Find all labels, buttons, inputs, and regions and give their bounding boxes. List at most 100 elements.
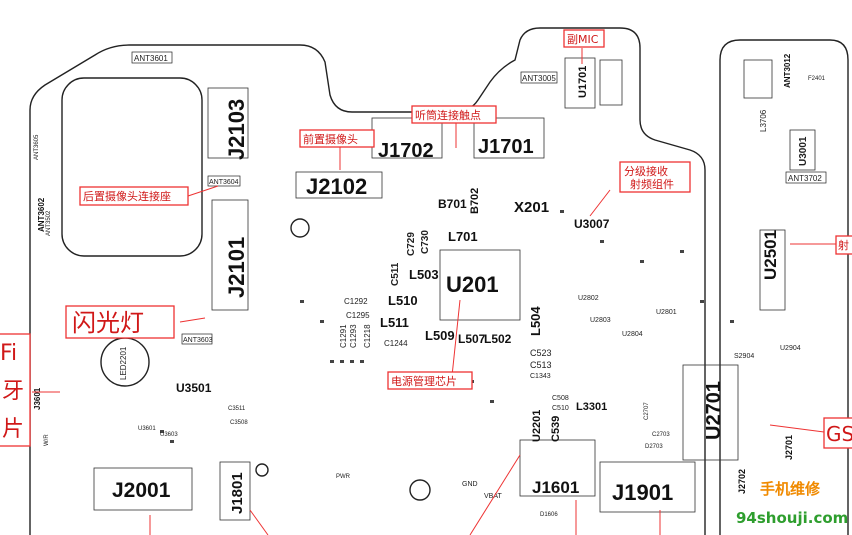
label-l504: L504 xyxy=(528,306,543,336)
label-c539: C539 xyxy=(550,416,562,442)
label-j2101: J2101 xyxy=(224,237,249,298)
label-s2904: S2904 xyxy=(734,353,754,360)
watermark-cn: 手机维修 xyxy=(760,480,821,498)
label-u2804: U2804 xyxy=(622,331,643,338)
svg-text:GS: GS xyxy=(826,422,852,446)
label-l509: L509 xyxy=(425,328,455,343)
label-u2904: U2904 xyxy=(780,345,801,352)
label-ant3502: ANT3502 xyxy=(46,210,52,236)
label-led2201: LED2201 xyxy=(119,346,128,380)
label-b702: B702 xyxy=(469,188,481,214)
small-component-labels: ANT3601 ANT3005 ANT3604 ANT3603 ANT3605 … xyxy=(34,51,827,518)
label-l511: L511 xyxy=(380,315,409,330)
watermark-url: 94shouji.com xyxy=(736,509,848,527)
annotation-diversity-rf-line2: 射频组件 xyxy=(630,177,674,191)
annotation-diversity-rf: 分级接收 射频组件 xyxy=(619,161,691,193)
label-gnd: GND xyxy=(462,481,478,488)
label-j1901: J1901 xyxy=(612,480,673,505)
annotation-sub-mic: 副MIC xyxy=(563,29,605,48)
label-u3601: U3601 xyxy=(138,426,156,432)
label-c510: C510 xyxy=(552,405,569,412)
svg-text:片: 片 xyxy=(2,417,24,442)
annotation-flash: 闪光灯 xyxy=(65,305,175,339)
label-vbat: VBAT xyxy=(484,493,502,500)
label-b701: B701 xyxy=(438,197,467,211)
label-u2803: U2803 xyxy=(590,317,611,324)
label-pwr: PWR xyxy=(336,474,351,480)
label-ant3605: ANT3605 xyxy=(34,134,40,160)
annotation-rear-camera: 后置摄像头连接座 xyxy=(79,186,189,206)
label-c1292: C1292 xyxy=(344,297,368,306)
svg-text:牙: 牙 xyxy=(2,379,24,404)
component-pads xyxy=(93,57,816,521)
label-c513: C513 xyxy=(530,360,552,370)
svg-text:电源管理芯片: 电源管理芯片 xyxy=(391,374,457,388)
label-c508: C508 xyxy=(552,395,569,402)
label-u2501: U2501 xyxy=(761,230,780,280)
label-c1218: C1218 xyxy=(363,324,372,348)
label-u3603: U3603 xyxy=(160,432,178,438)
label-j2701: J2701 xyxy=(784,435,794,460)
label-u3007: U3007 xyxy=(574,217,610,231)
svg-text:闪光灯: 闪光灯 xyxy=(72,309,144,337)
label-u2701: U2701 xyxy=(703,381,725,440)
label-f2401: F2401 xyxy=(808,76,826,82)
label-u1701: U1701 xyxy=(577,66,589,98)
label-c1295: C1295 xyxy=(346,311,370,320)
label-j2102: J2102 xyxy=(306,174,367,199)
label-j1701: J1701 xyxy=(478,136,534,158)
svg-text:Fi: Fi xyxy=(0,341,17,366)
big-component-labels: J2103 J2102 J1702 J1701 J2101 U201 X201 … xyxy=(33,53,794,514)
board-outline xyxy=(29,27,849,535)
annotation-left-edge: Fi 牙 片 xyxy=(0,333,31,447)
label-j3601: J3601 xyxy=(33,387,42,410)
annotation-earpiece: 听筒连接触点 xyxy=(411,105,497,124)
label-c2703: C2703 xyxy=(652,432,670,438)
label-u2801: U2801 xyxy=(656,309,677,316)
annotation-leaders xyxy=(32,48,836,535)
label-d2703: D2703 xyxy=(645,444,663,450)
label-j1702: J1702 xyxy=(378,140,434,162)
label-u2201: U2201 xyxy=(531,410,543,442)
label-l3706: L3706 xyxy=(759,109,768,132)
label-u3001: U3001 xyxy=(798,136,809,166)
annotation-diversity-rf-line: 分级接收 xyxy=(624,164,668,178)
small-pad-dots xyxy=(160,210,734,443)
label-ant3602: ANT3602 xyxy=(37,197,46,232)
label-c1291: C1291 xyxy=(339,324,348,348)
label-u2802: U2802 xyxy=(578,295,599,302)
svg-text:射: 射 xyxy=(838,238,849,252)
label-c729: C729 xyxy=(406,232,417,256)
label-c1244: C1244 xyxy=(384,339,408,348)
label-c2707: C2707 xyxy=(644,402,650,420)
label-ant3005: ANT3005 xyxy=(522,74,556,83)
label-l701: L701 xyxy=(448,229,478,244)
annotation-right-edge-gs: GS xyxy=(823,417,852,449)
label-j1601: J1601 xyxy=(532,478,579,497)
label-l503: L503 xyxy=(409,267,439,282)
annotation-power-ic: 电源管理芯片 xyxy=(387,371,473,390)
label-j2103: J2103 xyxy=(224,99,249,160)
label-ant3012: ANT3012 xyxy=(783,53,792,88)
label-c1343: C1343 xyxy=(530,373,551,380)
label-l3301: L3301 xyxy=(576,401,607,413)
svg-text:听筒连接触点: 听筒连接触点 xyxy=(415,108,481,122)
label-j1801: J1801 xyxy=(229,472,246,514)
label-l510: L510 xyxy=(388,293,418,308)
label-ant3603: ANT3603 xyxy=(183,337,213,344)
label-x201: X201 xyxy=(514,199,549,216)
svg-text:前置摄像头: 前置摄像头 xyxy=(303,132,358,146)
label-j2001: J2001 xyxy=(112,479,171,502)
label-wr: W/R xyxy=(44,434,50,446)
label-ant3604: ANT3604 xyxy=(209,179,239,186)
label-c3511: C3511 xyxy=(228,406,246,412)
svg-text:副MIC: 副MIC xyxy=(567,33,599,46)
label-d1606: D1606 xyxy=(540,512,558,518)
label-j2702: J2702 xyxy=(737,469,747,494)
label-c730: C730 xyxy=(420,230,431,254)
svg-text:后置摄像头连接座: 后置摄像头连接座 xyxy=(83,189,171,203)
annotation-front-camera: 前置摄像头 xyxy=(299,129,375,148)
annotation-right-edge-rf: 射 xyxy=(835,235,852,255)
label-c523: C523 xyxy=(530,348,552,358)
label-ant3702: ANT3702 xyxy=(788,174,822,183)
